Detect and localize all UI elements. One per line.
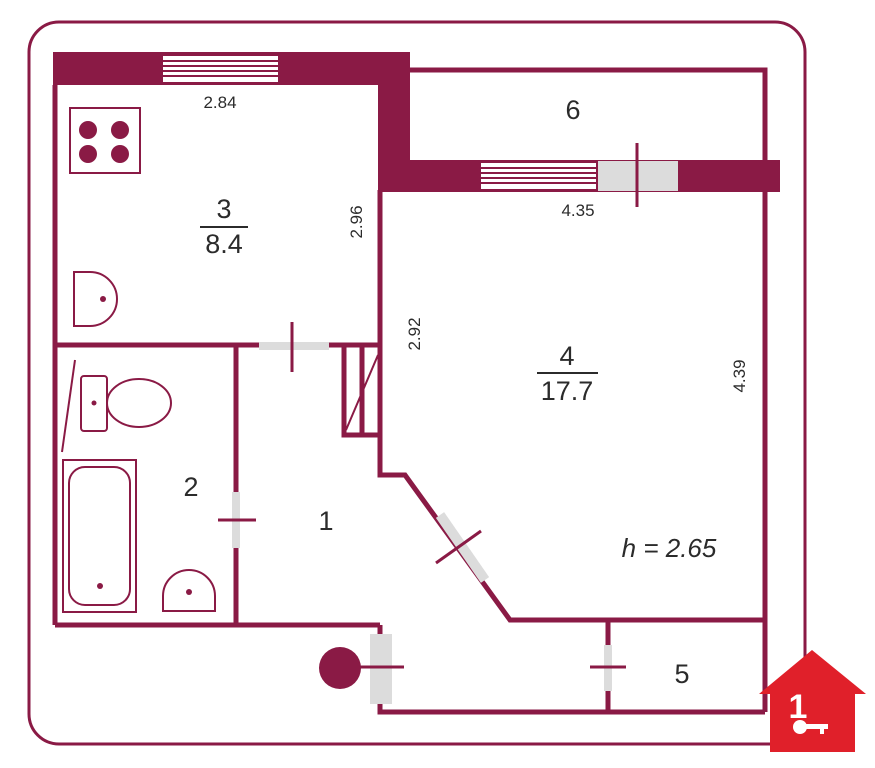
room-6-number: 6 [565, 95, 580, 125]
stove-icon [69, 107, 141, 174]
toilet-icon [80, 375, 172, 432]
room-4-number: 4 [559, 341, 574, 371]
bathroom-partition [61, 359, 76, 453]
washbasin-icon [162, 569, 216, 612]
room-3-number: 3 [216, 194, 231, 224]
dim-room-right-wall: 4.39 [730, 359, 749, 392]
living-room-door [435, 512, 490, 583]
kitchen-sink-icon [73, 271, 118, 327]
room-4-area: 17.7 [541, 376, 594, 406]
dim-room-window-wall: 4.35 [561, 201, 594, 220]
wardrobe-diagonal [345, 354, 379, 431]
thin-walls [52, 85, 768, 715]
bathtub-icon [62, 459, 137, 613]
logo-digit: 1 [789, 688, 808, 726]
room-5-number: 5 [674, 659, 689, 689]
balcony-door [598, 143, 678, 207]
dim-kitchen-depth: 2.96 [347, 205, 366, 238]
storage-door [590, 645, 626, 691]
kitchen-door [259, 322, 329, 372]
plan-frame [27, 20, 807, 746]
dim-kitchen-width: 2.84 [203, 93, 236, 112]
dim-room-left-wall: 2.92 [405, 317, 424, 350]
ceiling-height: h = 2.65 [622, 533, 717, 563]
room-2-number: 2 [183, 472, 198, 502]
balcony-outline [410, 67, 768, 166]
kitchen-window [163, 56, 278, 82]
room-1-number: 1 [318, 506, 333, 536]
house-key-logo: 1 [759, 650, 866, 752]
room-window [481, 163, 596, 189]
entrance-door [356, 634, 404, 704]
bathroom-door [218, 492, 256, 548]
room-3-area: 8.4 [205, 229, 243, 259]
riser-icon [319, 647, 361, 689]
